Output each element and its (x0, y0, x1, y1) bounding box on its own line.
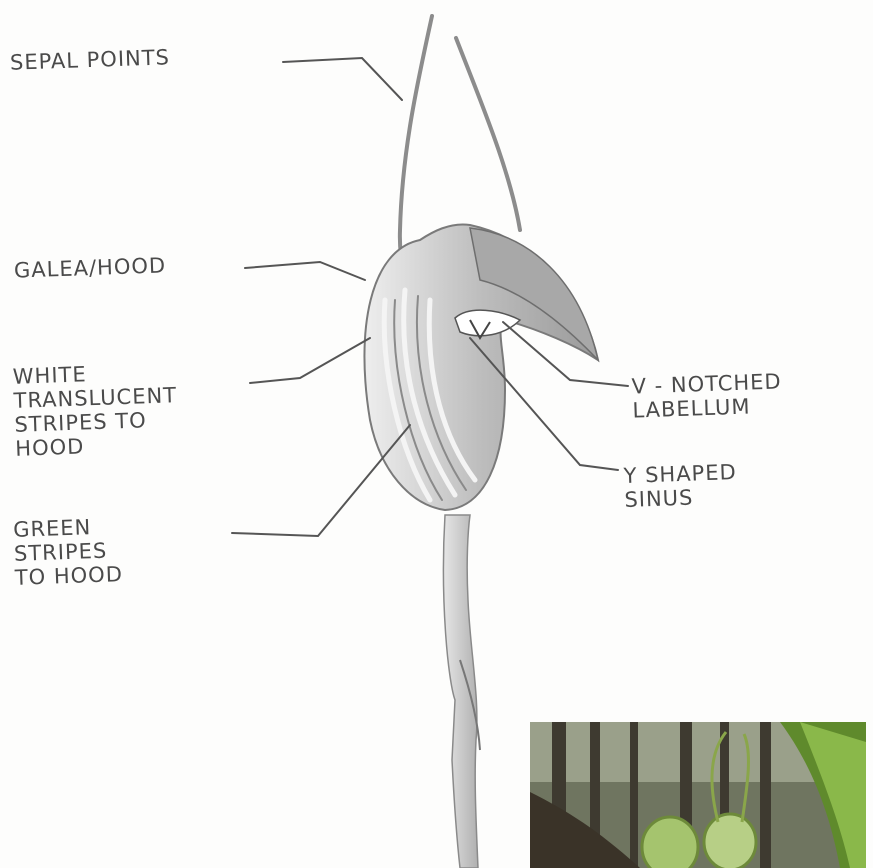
label-v-notched-labellum: V - NOTCHED LABELLUM (631, 369, 783, 422)
label-green-stripes-line: TO HOOD (14, 562, 123, 590)
orchid-photo (530, 722, 866, 868)
label-green-stripes: GREEN STRIPES TO HOOD (13, 514, 124, 590)
label-y-sinus-line: SINUS (624, 484, 738, 512)
label-y-shaped-sinus: Y SHAPED SINUS (623, 460, 738, 512)
label-y-sinus-line: Y SHAPED (623, 460, 737, 488)
stem (443, 515, 480, 868)
orchid-photo-image (530, 722, 866, 868)
label-white-stripes: WHITE TRANSLUCENT STRIPES TO HOOD (12, 359, 179, 461)
galea-hood (364, 224, 598, 510)
